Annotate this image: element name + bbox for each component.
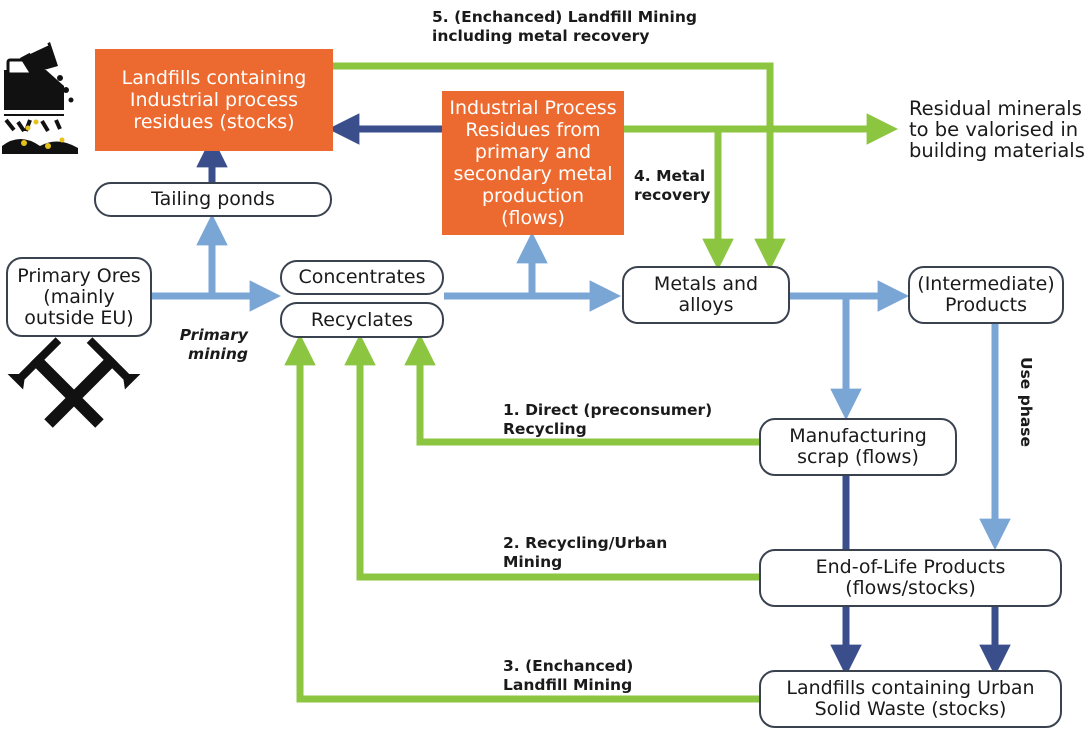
metal-recovery-4-label: 4. Metal recovery bbox=[634, 167, 711, 204]
concentrates-node: Concentrates bbox=[280, 260, 444, 295]
landfill-truck-icon bbox=[2, 40, 78, 154]
intermediate-products-node: (Intermediate) Products bbox=[908, 266, 1064, 324]
primary-mining-label: Primary mining bbox=[179, 326, 248, 363]
recyclates-node: Recyclates bbox=[280, 302, 444, 338]
industrial-process-residues-node: Industrial Process Residues from primary… bbox=[442, 91, 624, 235]
arrow-landfill-mining-5 bbox=[332, 62, 786, 271]
end-of-life-products-node: End-of-Life Products (flows/stocks) bbox=[759, 549, 1062, 607]
landfills-industrial-residues-node: Landfills containing Industrial process … bbox=[95, 49, 333, 151]
arrow-landfill-mining-3 bbox=[284, 333, 760, 703]
direct-recycling-1-label: 1. Direct (preconsumer) Recycling bbox=[503, 401, 713, 438]
landfill-mining-5-label: 5. (Enchanced) Landfill Mining including… bbox=[432, 8, 697, 45]
mining-hammers-icon bbox=[7, 337, 141, 428]
metals-and-alloys-node: Metals and alloys bbox=[622, 266, 790, 324]
residual-minerals-text: Residual minerals to be valorised in bui… bbox=[909, 97, 1085, 162]
tailing-ponds-node: Tailing ponds bbox=[94, 182, 332, 217]
urban-mining-2-label: 2. Recycling/Urban Mining bbox=[503, 534, 668, 571]
landfills-urban-waste-node: Landfills containing Urban Solid Waste (… bbox=[759, 670, 1062, 728]
landfill-mining-3-label: 3. (Enchanced) Landfill Mining bbox=[503, 657, 634, 694]
arrow-urban-mining-2 bbox=[344, 333, 760, 581]
primary-ores-node: Primary Ores (mainly outside EU) bbox=[6, 257, 152, 337]
manufacturing-scrap-node: Manufacturing scrap (flows) bbox=[759, 418, 957, 476]
use-phase-label: Use phase bbox=[1017, 357, 1035, 448]
arrow-direct-recycling-1 bbox=[404, 333, 760, 446]
